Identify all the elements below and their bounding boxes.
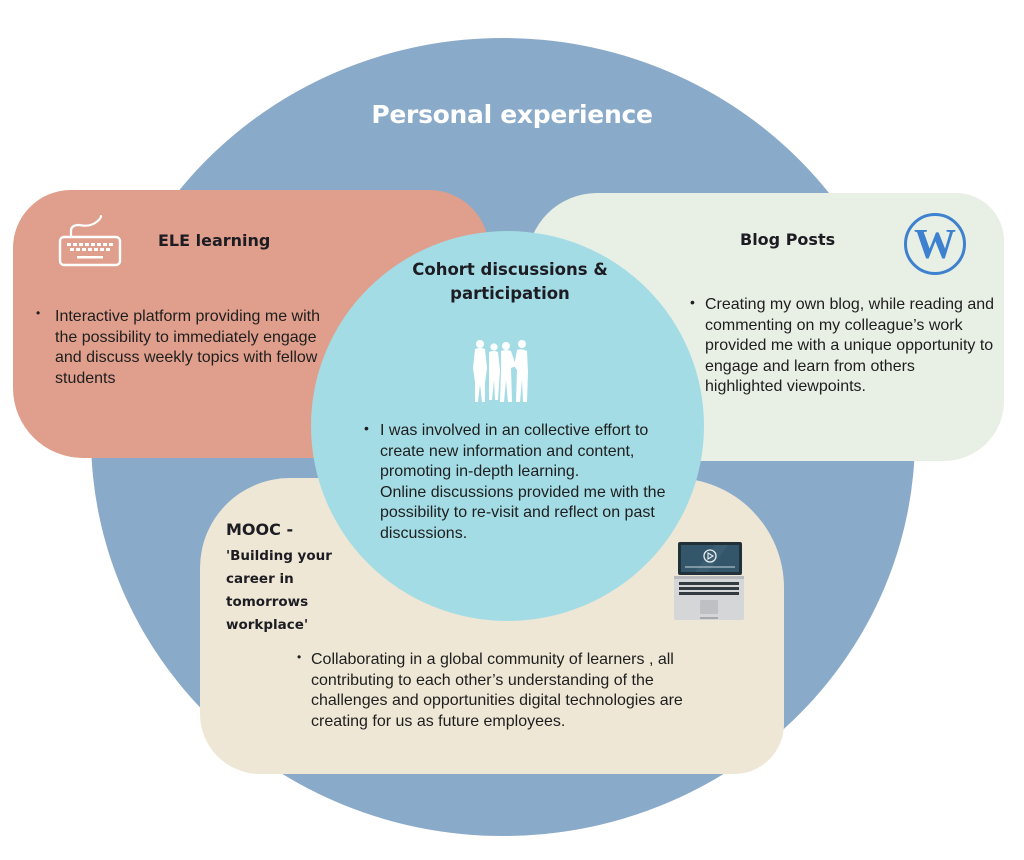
bullet-marker: • [36,306,41,320]
bullet-marker: • [297,650,302,664]
diagram-title: Personal experience [371,100,653,129]
keyboard-icon [58,215,122,267]
svg-text:W: W [914,222,956,268]
laptop-icon [674,542,744,620]
ele-learning-heading: ELE learning [158,231,271,250]
bullet-marker: • [364,420,369,436]
bullet-marker: • [690,294,695,310]
cohort-text: I was involved in an collective effort t… [380,421,680,544]
mooc-heading: MOOC - [226,520,294,539]
cohort-text-line-2: Online discussions provided me with the … [380,483,666,542]
wordpress-icon: W [904,213,966,275]
people-icon [473,340,528,402]
ele-learning-text: Interactive platform providing me with t… [55,308,320,387]
mooc-course-title: 'Building your career in tomorrows workp… [226,548,332,633]
mooc-text: Collaborating in a global community of l… [311,651,683,730]
cohort-heading: Cohort discussions & participation [412,260,608,303]
blog-posts-text: Creating my own blog, while reading and … [705,296,995,395]
blog-posts-heading: Blog Posts [740,230,836,249]
cohort-text-line-1: I was involved in an collective effort t… [380,422,649,480]
cohort-circle [311,231,704,621]
